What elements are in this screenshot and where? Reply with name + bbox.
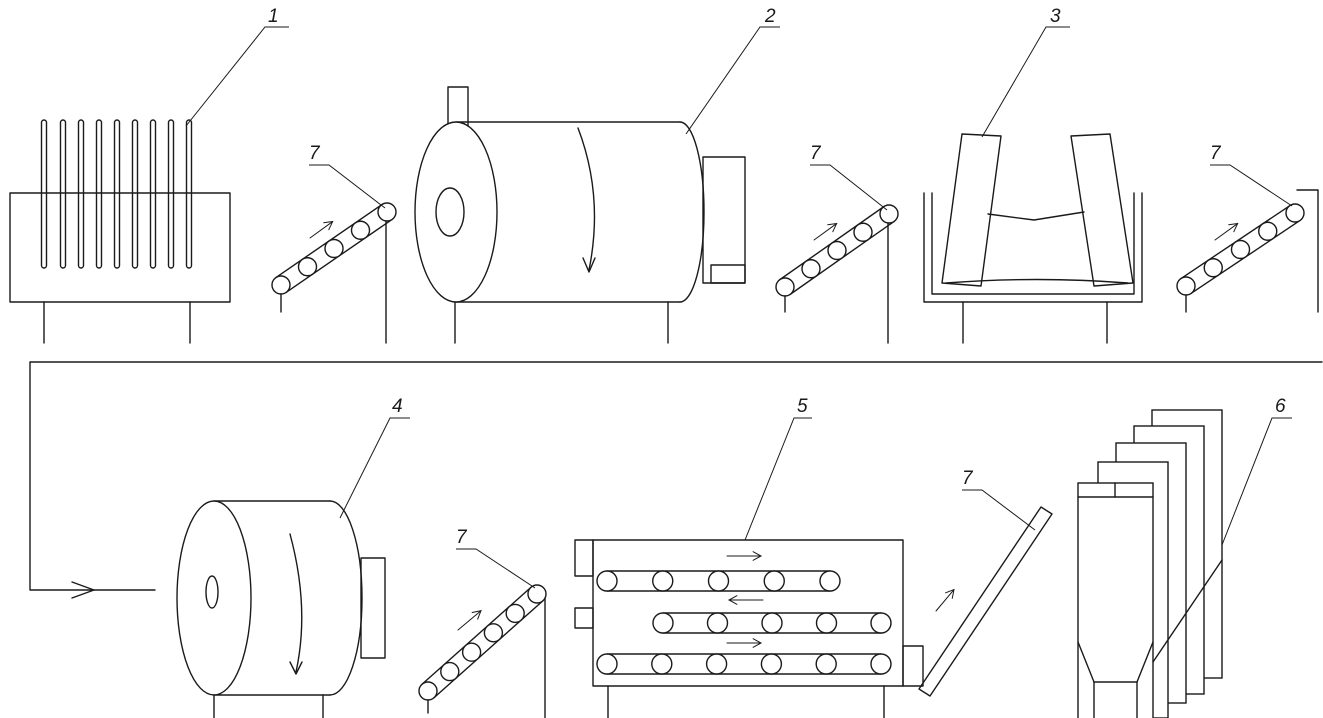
callout-label-5: 5 [797, 396, 808, 417]
callout-label-6: 6 [1275, 396, 1286, 417]
roller [652, 612, 674, 634]
belt-edge [421, 586, 532, 685]
callout-1: 1 [185, 6, 289, 127]
callout-label-7c: 7 [1210, 143, 1222, 164]
arrow-head [945, 588, 955, 599]
arrow-head [471, 610, 482, 620]
rod [185, 119, 193, 269]
roller [815, 653, 837, 675]
roller [705, 653, 728, 675]
arrow-shaft [309, 221, 334, 239]
conveyor-7b [775, 204, 899, 344]
roller [596, 570, 618, 592]
machine-1-soaking-tank [9, 119, 231, 344]
callout-4: 4 [339, 396, 410, 519]
callout-7b: 7 [810, 143, 888, 211]
rod [59, 119, 67, 269]
arrow-shaft [935, 589, 955, 612]
machine-2-drum-washer [414, 86, 746, 344]
flow-link-line [29, 361, 1323, 599]
rod [149, 119, 157, 269]
belt-edge [433, 600, 544, 699]
callout-6: 6 [1221, 396, 1292, 546]
roller [761, 612, 783, 634]
roller [271, 275, 291, 295]
roller [483, 623, 504, 643]
arrow-head [323, 220, 334, 231]
callout-7d: 7 [456, 527, 536, 589]
callout-label-7b: 7 [810, 143, 822, 164]
roller [652, 570, 674, 592]
roller [819, 570, 841, 592]
callout-2: 2 [685, 6, 780, 135]
roller [596, 653, 618, 675]
roller [879, 204, 899, 224]
roller [763, 570, 785, 592]
roller [527, 584, 547, 604]
arrow-head [1228, 222, 1239, 233]
arrow-head [752, 551, 763, 561]
roller [350, 220, 371, 240]
roller [440, 661, 460, 682]
callout-label-7a: 7 [309, 143, 321, 164]
roller [418, 681, 438, 701]
callout-7a: 7 [309, 143, 386, 209]
callout-label-3: 3 [1050, 6, 1061, 27]
roller [827, 240, 847, 261]
callout-label-4: 4 [392, 396, 403, 417]
roller [1230, 239, 1251, 260]
callout-label-1: 1 [268, 6, 279, 27]
conveyor-7a [271, 202, 397, 344]
machine-4-drum [176, 500, 386, 718]
roller [1258, 221, 1278, 241]
machine-5-belt-dryer [574, 539, 924, 718]
callout-label-7d: 7 [456, 527, 468, 548]
roller [505, 603, 525, 624]
rod [40, 119, 48, 269]
roller [870, 653, 892, 675]
machine-3-squeezer [923, 133, 1143, 344]
arrow-head [727, 595, 738, 605]
roller [377, 202, 397, 222]
arrow-shaft [457, 610, 482, 631]
roller [1176, 276, 1196, 296]
roller [760, 653, 783, 675]
callout-label-7e: 7 [962, 468, 974, 489]
roller [707, 570, 730, 592]
callout-5: 5 [744, 396, 812, 541]
roller [775, 277, 795, 297]
callout-3: 3 [981, 6, 1070, 138]
roller [461, 642, 482, 662]
arrow-head [827, 222, 838, 233]
conveyor-7c [1176, 189, 1319, 313]
roller [706, 612, 729, 634]
callout-7e: 7 [962, 468, 1036, 531]
arrow-head [752, 638, 763, 648]
roller [1203, 258, 1223, 278]
rod [167, 119, 175, 269]
conveyor-7d [418, 584, 547, 718]
roller [853, 222, 873, 242]
roller [324, 238, 344, 259]
rod [113, 119, 121, 269]
arrow-shaft [813, 223, 838, 241]
rod [95, 119, 103, 269]
conveyor-7e [918, 506, 1053, 697]
roller [651, 653, 673, 675]
rod [77, 119, 85, 269]
roller [815, 612, 838, 634]
roller [801, 259, 821, 279]
roller [870, 612, 892, 634]
arrow-shaft [1214, 223, 1239, 241]
roller [297, 257, 318, 277]
callout-7c: 7 [1210, 143, 1293, 207]
callout-label-2: 2 [764, 6, 776, 27]
rod [131, 119, 139, 269]
roller [1285, 203, 1305, 223]
machine-6-storage-bins [1077, 409, 1223, 718]
